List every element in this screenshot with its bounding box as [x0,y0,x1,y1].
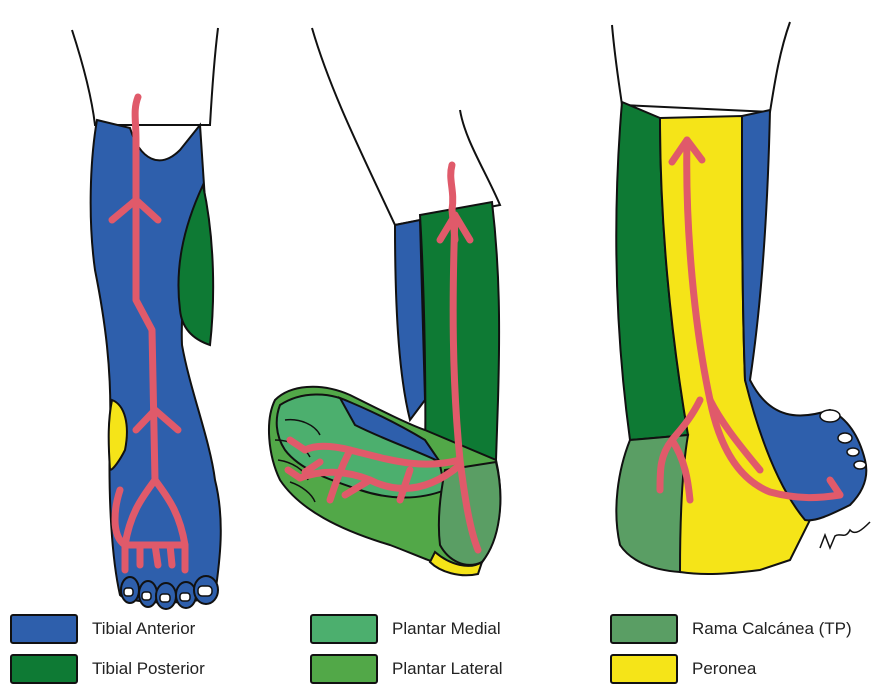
legend-item-tibial-anterior: Tibial Anterior [10,612,195,646]
legend-swatch [10,654,78,684]
anterior-view [72,28,221,609]
anterior-upper-leg-outline [72,28,218,125]
legend-swatch [310,614,378,644]
legend-item-tibial-posterior: Tibial Posterior [10,652,205,686]
legend-label: Rama Calcánea (TP) [692,619,852,639]
legend-swatch [310,654,378,684]
legend-item-rama-calcanea: Rama Calcánea (TP) [610,612,852,646]
legend-label: Plantar Medial [392,619,501,639]
angiosome-diagram [0,0,883,612]
legend-swatch [10,614,78,644]
legend-swatch [610,614,678,644]
legend-label: Tibial Posterior [92,659,205,679]
plantar-tibial-anterior-region [395,220,425,420]
legend-label: Peronea [692,659,756,679]
legend: Tibial Anterior Tibial Posterior Plantar… [0,612,883,690]
legend-item-plantar-lateral: Plantar Lateral [310,652,503,686]
plantar-view [269,28,500,575]
legend-item-peronea: Peronea [610,652,756,686]
legend-item-plantar-medial: Plantar Medial [310,612,501,646]
artist-signature [820,522,870,548]
legend-label: Plantar Lateral [392,659,503,679]
legend-swatch [610,654,678,684]
plantar-upper-leg-outline [312,28,500,225]
lateral-view [612,22,870,574]
lateral-upper-leg-outline [612,22,790,112]
legend-label: Tibial Anterior [92,619,195,639]
